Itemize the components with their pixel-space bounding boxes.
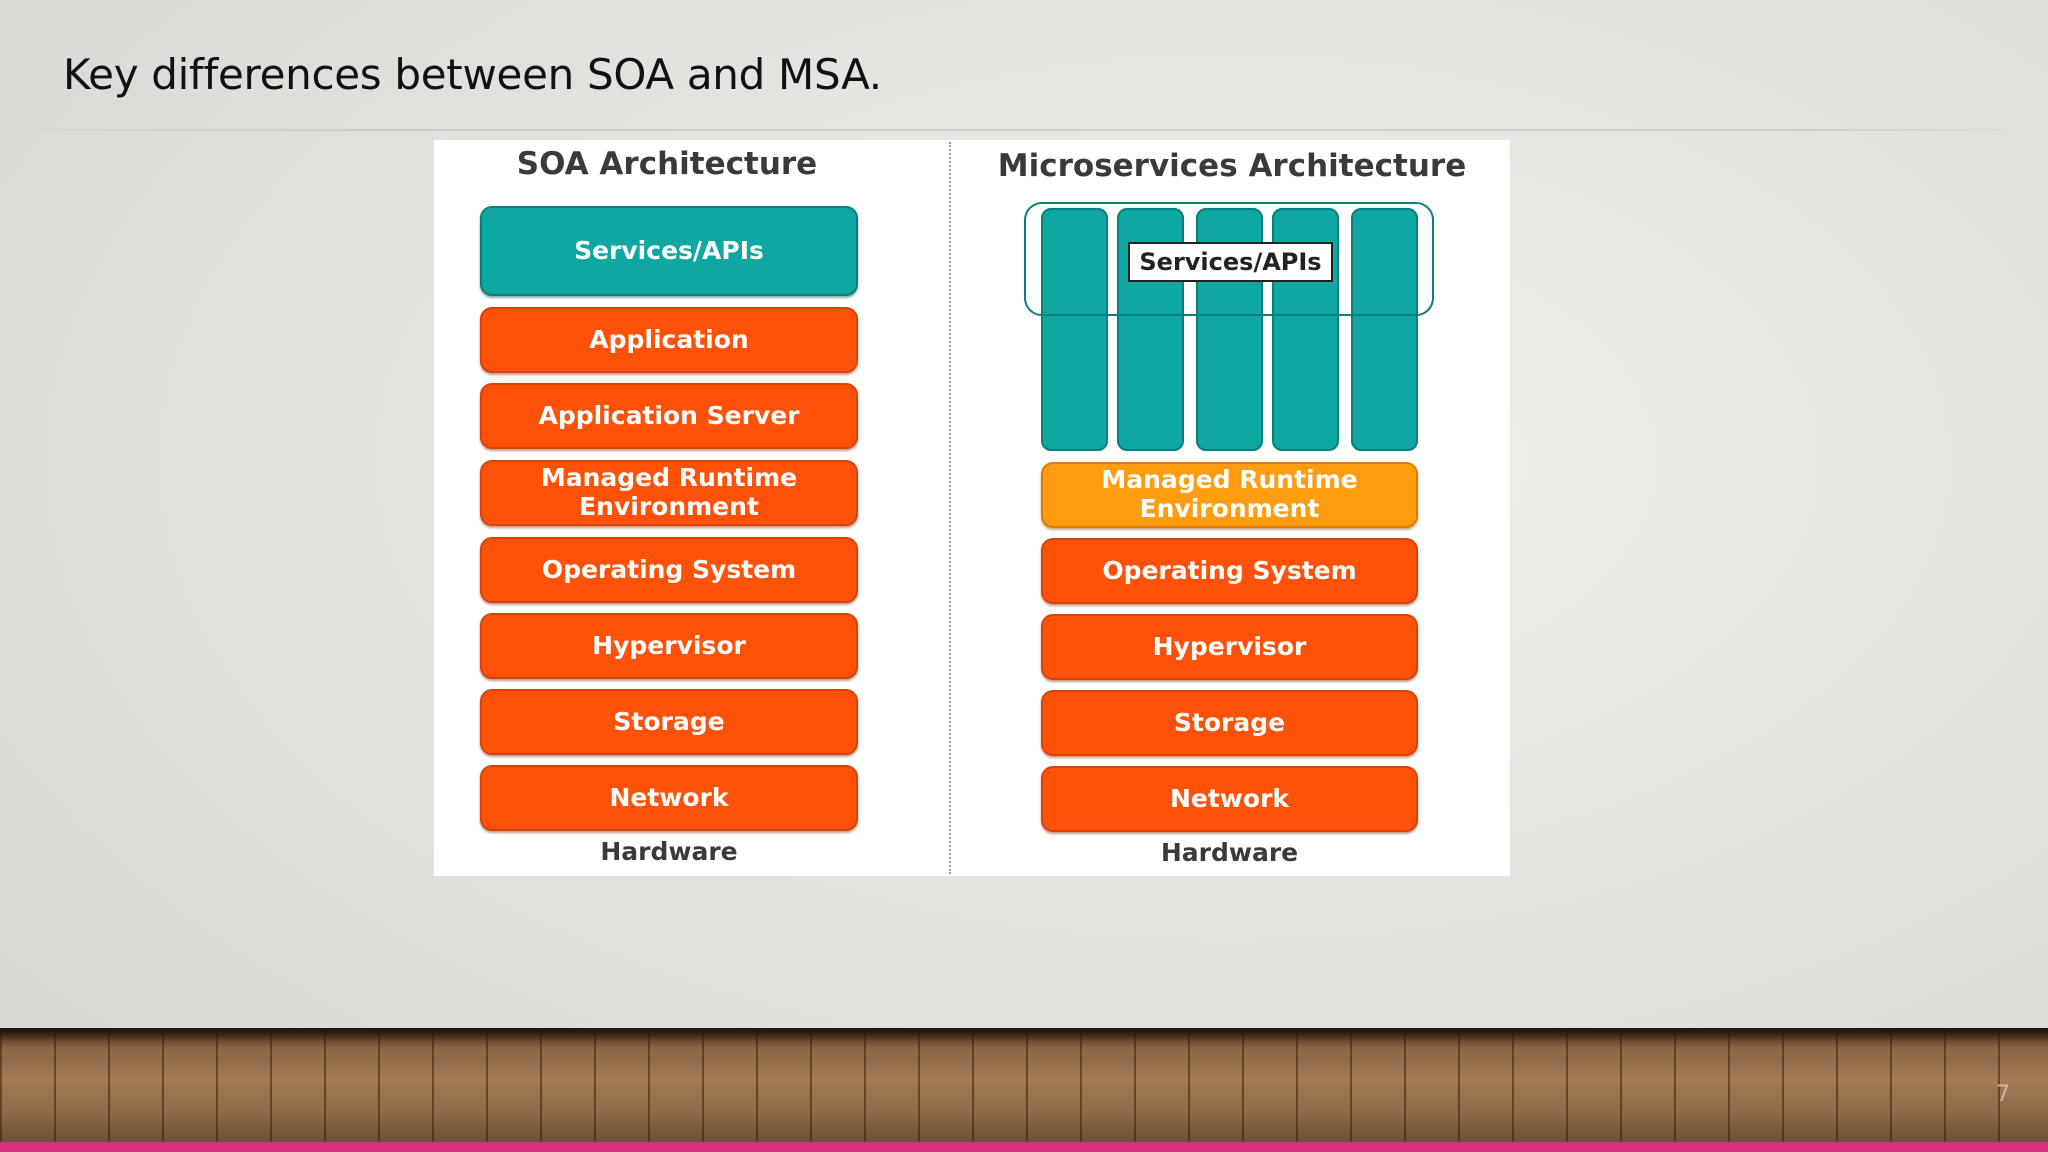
slide-title: Key differences between SOA and MSA.	[63, 50, 882, 99]
soa-layer-application: Application	[480, 307, 858, 373]
architecture-diagram: SOA Architecture Services/APIs Applicati…	[434, 140, 1510, 876]
soa-layer-operating-system: Operating System	[480, 537, 858, 603]
msa-services-label: Services/APIs	[1128, 242, 1333, 282]
accent-bar	[0, 1142, 2048, 1152]
msa-hardware-label: Hardware	[1160, 838, 1299, 867]
microservice-column-5	[1351, 208, 1418, 451]
wood-floor-decoration	[0, 1028, 2048, 1142]
services-frame	[1024, 202, 1434, 316]
soa-layer-application-server: Application Server	[480, 383, 858, 449]
msa-layer-storage: Storage	[1041, 690, 1418, 756]
msa-layer-network: Network	[1041, 766, 1418, 832]
soa-layer-services: Services/APIs	[480, 206, 858, 296]
msa-title: Microservices Architecture	[997, 148, 1467, 184]
msa-layer-managed-runtime: Managed Runtime Environment	[1041, 462, 1418, 528]
floor-shadow	[0, 1028, 2048, 1042]
msa-layer-operating-system: Operating System	[1041, 538, 1418, 604]
column-divider	[949, 142, 951, 874]
soa-title: SOA Architecture	[516, 146, 818, 182]
soa-layer-managed-runtime: Managed Runtime Environment	[480, 460, 858, 526]
title-divider	[36, 129, 2006, 131]
soa-layer-storage: Storage	[480, 689, 858, 755]
soa-layer-hypervisor: Hypervisor	[480, 613, 858, 679]
msa-layer-hypervisor: Hypervisor	[1041, 614, 1418, 680]
page-number: 7	[1996, 1082, 2010, 1107]
microservice-column-1	[1041, 208, 1108, 451]
soa-hardware-label: Hardware	[600, 837, 738, 866]
soa-layer-network: Network	[480, 765, 858, 831]
